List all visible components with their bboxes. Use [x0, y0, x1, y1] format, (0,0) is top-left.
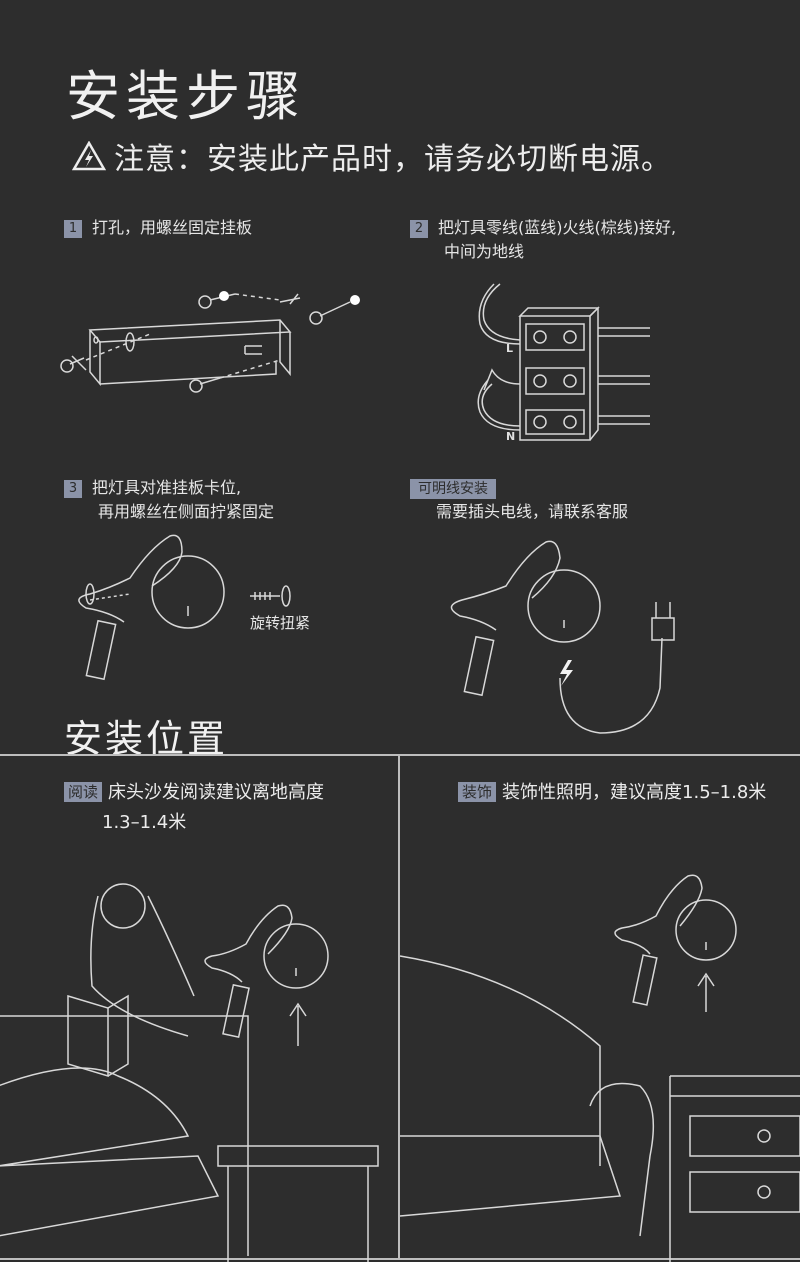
decor-caption: 装饰装饰性照明，建议高度1.5–1.8米 — [458, 778, 766, 808]
decor-panel: 装饰装饰性照明，建议高度1.5–1.8米 — [398, 754, 800, 1260]
step-1: 1 打孔，用螺丝固定挂板 — [64, 216, 252, 240]
step-3: 3 把灯具对准挂板卡位, 再用螺丝在侧面拧紧固定 — [64, 476, 274, 524]
alt-install: 可明线安装 需要插头电线，请联系客服 — [410, 476, 628, 524]
step-2-text-line1: 把灯具零线(蓝线)火线(棕线)接好, — [438, 218, 677, 237]
terminal-block-illustration — [470, 280, 670, 450]
lamp-mount-illustration — [70, 528, 310, 698]
step-2-text-line2: 中间为地线 — [444, 242, 525, 261]
plug-cable-illustration — [440, 528, 700, 748]
alt-install-text: 需要插头电线，请联系客服 — [436, 502, 629, 521]
mounting-plate-illustration — [50, 291, 360, 410]
reading-text-line2: 1.3–1.4米 — [102, 812, 187, 833]
step-3-number: 3 — [64, 480, 82, 498]
step-1-number: 1 — [64, 220, 82, 238]
neutral-wire-label: N — [506, 430, 516, 443]
reading-caption: 阅读床头沙发阅读建议离地高度 1.3–1.4米 — [64, 778, 324, 838]
live-wire-label: L — [506, 342, 514, 355]
warning-line: 注意：安装此产品时，请务必切断电源。 — [72, 134, 672, 178]
decor-tag: 装饰 — [458, 782, 497, 802]
rotate-tighten-label: 旋转扭紧 — [250, 614, 311, 632]
section-title-position: 安装位置 — [64, 717, 229, 761]
step-3-text-line1: 把灯具对准挂板卡位, — [92, 478, 242, 497]
step-2-number: 2 — [410, 220, 428, 238]
alt-install-tag: 可明线安装 — [410, 479, 496, 499]
warning-icon — [72, 141, 106, 171]
step-2: 2 把灯具零线(蓝线)火线(棕线)接好, 中间为地线 — [410, 216, 676, 264]
page-title: 安装步骤 — [66, 65, 306, 128]
warning-text: 注意：安装此产品时，请务必切断电源。 — [114, 142, 672, 177]
sofa-decor-scene — [400, 816, 800, 1262]
bedroom-reading-scene — [0, 836, 402, 1262]
reading-panel: 阅读床头沙发阅读建议离地高度 1.3–1.4米 — [0, 754, 400, 1260]
reading-tag: 阅读 — [64, 782, 103, 802]
step-1-text: 打孔，用螺丝固定挂板 — [92, 218, 253, 237]
reading-text-line1: 床头沙发阅读建议离地高度 — [108, 782, 325, 803]
decor-text: 装饰性照明，建议高度1.5–1.8米 — [502, 782, 767, 803]
step-3-text-line2: 再用螺丝在侧面拧紧固定 — [98, 502, 275, 521]
